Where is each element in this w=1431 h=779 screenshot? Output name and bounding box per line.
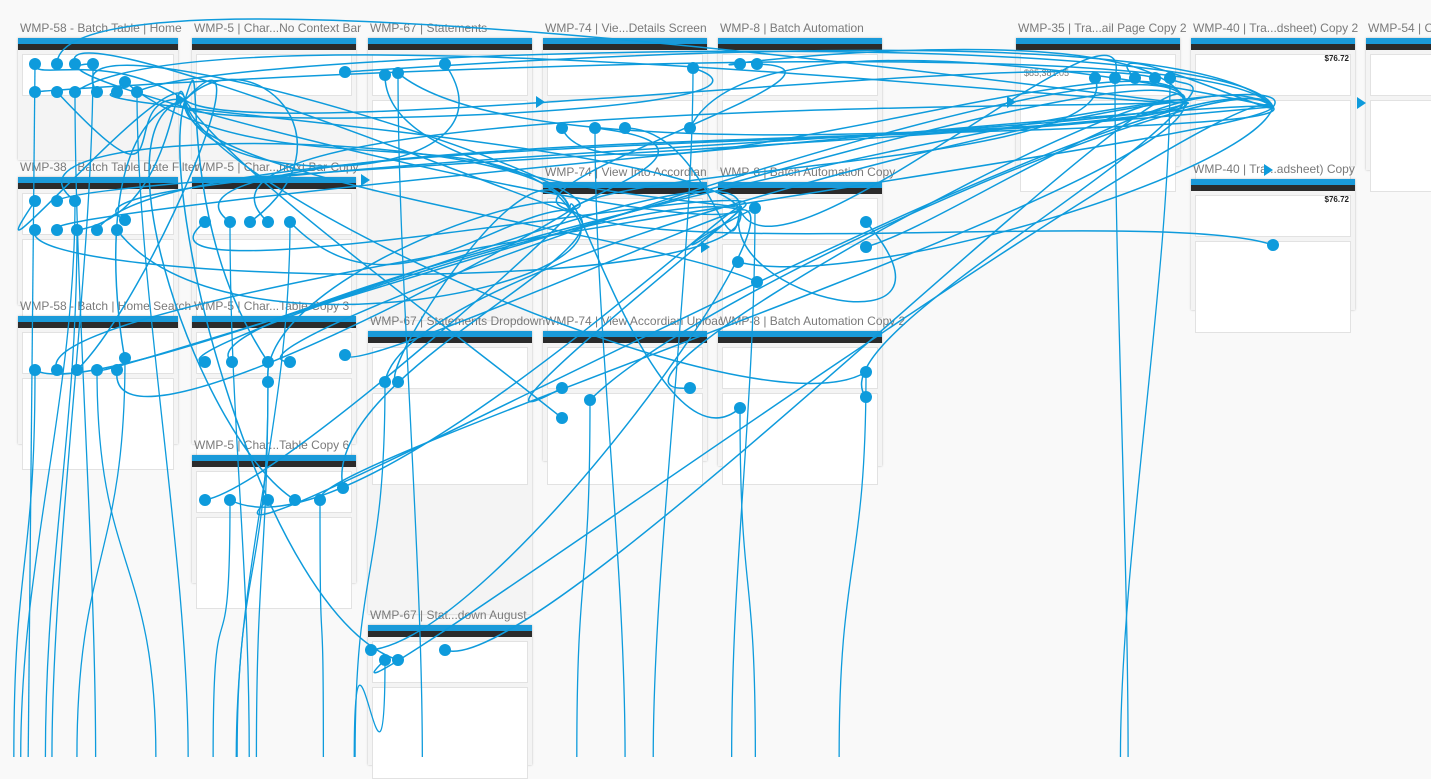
content-card xyxy=(722,198,878,240)
app-nav xyxy=(1016,44,1180,50)
content-card xyxy=(22,332,174,374)
artboard[interactable] xyxy=(718,182,882,336)
app-nav xyxy=(192,44,356,50)
content-card xyxy=(22,378,174,470)
content-card xyxy=(1370,54,1431,96)
content-card xyxy=(372,393,528,485)
app-nav xyxy=(543,188,707,194)
app-nav xyxy=(1191,44,1355,50)
content-card xyxy=(372,54,528,96)
artboard-title[interactable]: WMP-5 | Char...No Context Bar xyxy=(194,21,362,35)
artboard[interactable] xyxy=(192,455,356,609)
content-card xyxy=(722,393,878,485)
app-nav xyxy=(368,631,532,637)
app-nav xyxy=(718,44,882,50)
artboard[interactable] xyxy=(718,38,882,192)
content-card xyxy=(372,100,528,192)
app-nav xyxy=(368,44,532,50)
artboard[interactable] xyxy=(18,316,178,470)
artboard[interactable] xyxy=(1366,38,1431,192)
artboard-title[interactable]: WMP-8 | Batch Automation xyxy=(720,21,864,35)
artboard[interactable]: $85,381.05 xyxy=(1016,38,1180,192)
app-nav xyxy=(1366,44,1431,50)
artboard-title[interactable]: WMP-5 | Char...ntext Bar Copy xyxy=(194,160,359,174)
artboard[interactable] xyxy=(368,331,532,614)
artboard[interactable]: $76.72 xyxy=(1191,38,1355,192)
artboard[interactable] xyxy=(18,177,178,331)
content-card xyxy=(547,393,703,485)
app-nav xyxy=(718,188,882,194)
content-card xyxy=(1020,100,1176,192)
artboard[interactable] xyxy=(192,38,356,160)
app-nav xyxy=(18,183,178,189)
content-card xyxy=(722,347,878,389)
content-card xyxy=(547,198,703,240)
content-card xyxy=(196,517,352,609)
artboard-title[interactable]: WMP-58 - Batch Table | Home xyxy=(20,21,182,35)
artboard[interactable] xyxy=(192,177,356,331)
artboard-title[interactable]: WMP-74 | Vie...Details Screen xyxy=(545,21,707,35)
app-nav xyxy=(18,44,178,50)
amount: $76.72 xyxy=(1324,195,1349,204)
content-card xyxy=(196,193,352,235)
app-nav xyxy=(1191,185,1355,191)
artboard-title[interactable]: WMP-74 | View Into Accordian xyxy=(545,165,707,179)
content-card xyxy=(547,347,703,389)
artboard-title[interactable]: WMP-5 | Char...Table Copy 6 xyxy=(194,438,350,452)
artboard-title[interactable]: WMP-35 | Tra...ail Page Copy 2 xyxy=(1018,21,1187,35)
app-header xyxy=(1366,38,1431,44)
app-nav xyxy=(192,183,356,189)
artboard[interactable] xyxy=(543,331,707,485)
artboard-title[interactable]: WMP-74 | View Accordian Upload xyxy=(545,314,725,328)
app-nav xyxy=(543,337,707,343)
arrow-head-icon xyxy=(1007,96,1016,108)
amount: $85,381.05 xyxy=(1024,68,1070,78)
content-card xyxy=(1370,100,1431,192)
artboard-title[interactable]: WMP-40 | Tra...adsheet) Copy xyxy=(1193,162,1355,176)
artboard-title[interactable]: WMP-67 | Statements Dropdown xyxy=(370,314,546,328)
content-card xyxy=(547,54,703,96)
content-card xyxy=(196,54,352,96)
content-card xyxy=(196,471,352,513)
artboard-title[interactable]: WMP-40 | Tra...dsheet) Copy 2 xyxy=(1193,21,1359,35)
artboard[interactable] xyxy=(18,38,178,160)
content-card xyxy=(372,687,528,779)
artboard-title[interactable]: WMP-67 | Statements xyxy=(370,21,488,35)
content-card xyxy=(722,54,878,96)
app-header xyxy=(1191,38,1355,44)
content-card xyxy=(196,332,352,374)
artboard-title[interactable]: WMP-67 | Stat...down August xyxy=(370,608,527,622)
content-card xyxy=(1195,241,1351,333)
app-nav xyxy=(718,337,882,343)
artboard[interactable] xyxy=(368,38,532,320)
app-nav xyxy=(18,322,178,328)
artboard-title[interactable]: WMP-8 | Batch Automation Copy 2 xyxy=(720,314,906,328)
app-nav xyxy=(368,337,532,343)
app-nav xyxy=(192,461,356,467)
artboard[interactable] xyxy=(192,316,356,470)
artboard-title[interactable]: WMP-54 | C xyxy=(1368,21,1431,35)
artboard-title[interactable]: WMP-38 - Batch Table Date Filter xyxy=(20,160,199,174)
app-nav xyxy=(192,322,356,328)
artboard[interactable] xyxy=(543,182,707,336)
content-card xyxy=(372,347,528,389)
artboard-title[interactable]: WMP-58 - Batch | Home Search xyxy=(20,299,192,313)
artboard-title[interactable]: WMP-5 | Char...Table Copy 3 xyxy=(194,299,350,313)
app-nav xyxy=(543,44,707,50)
content-card xyxy=(22,54,174,96)
artboard[interactable]: $76.72 xyxy=(1191,179,1355,333)
content-card xyxy=(22,193,174,235)
artboard[interactable] xyxy=(718,331,882,485)
content-card xyxy=(372,641,528,683)
artboard-title[interactable]: WMP-8 | Batch Automation Copy xyxy=(720,165,896,179)
arrow-head-icon xyxy=(1357,97,1366,109)
amount: $76.72 xyxy=(1324,54,1349,63)
artboard[interactable] xyxy=(368,625,532,779)
